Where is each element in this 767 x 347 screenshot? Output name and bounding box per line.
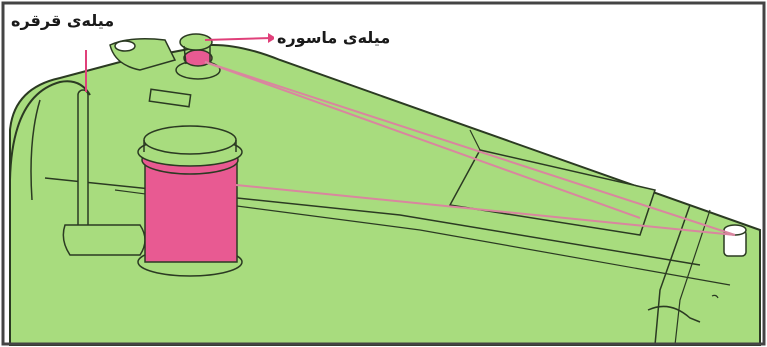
label-bobbin-winder-spindle: میله‌ی ماسوره (274, 27, 393, 49)
thread-spool (138, 126, 242, 276)
thread-guide (724, 225, 746, 256)
label-spool-pin: میله‌ی قرقره (8, 10, 117, 32)
